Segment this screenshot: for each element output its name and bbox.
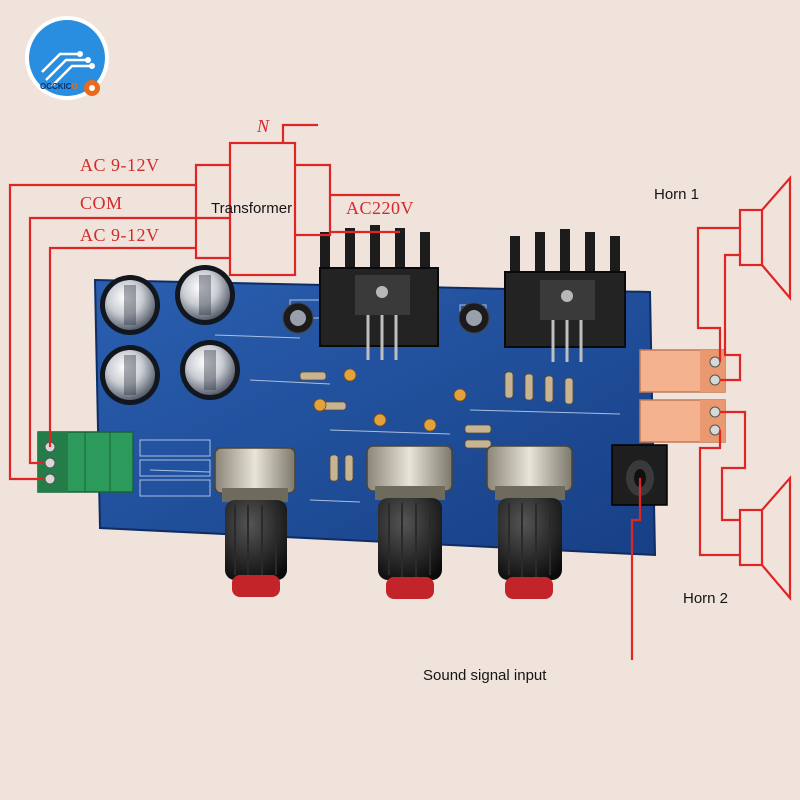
- brand-name: OCCKICO: [40, 82, 78, 91]
- filter-capacitors: [100, 265, 240, 405]
- power-terminal-block: [37, 431, 134, 493]
- label-ac220: AC220V: [346, 198, 415, 218]
- label-transformer: Transformer: [211, 200, 293, 217]
- speaker-terminal-out2: [639, 399, 726, 443]
- label-ac-top: AC 9-12V: [80, 155, 160, 175]
- label-sound-input: Sound signal input: [423, 667, 547, 684]
- label-ac-bottom: AC 9-12V: [80, 225, 160, 245]
- volume-knob: [214, 447, 296, 597]
- label-com: COM: [80, 193, 123, 213]
- speaker-terminal-out1: [639, 349, 726, 393]
- label-horn-1: Horn 1: [654, 186, 700, 203]
- heatsink-right: [504, 229, 626, 362]
- label-neutral: N: [257, 116, 270, 136]
- wiring-lines: [8, 123, 747, 660]
- treble-knob: [366, 445, 453, 599]
- speaker-icon: [738, 175, 792, 301]
- circuit-logo-icon: [25, 16, 109, 100]
- label-horn-2: Horn 2: [683, 590, 729, 607]
- bass-knob: [486, 445, 573, 599]
- speaker-icon: [738, 475, 792, 601]
- heatsink-left: [319, 225, 439, 360]
